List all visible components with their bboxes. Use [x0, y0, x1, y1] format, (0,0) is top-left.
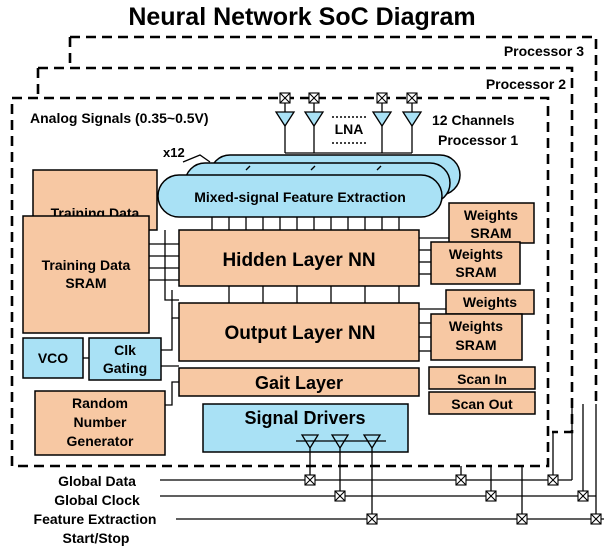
- weights-back-top-line2: SRAM: [470, 225, 511, 241]
- feature-capsule-front: [157, 174, 443, 218]
- training-data-sram-block: [22, 215, 150, 334]
- switch-box-icon: [308, 92, 320, 104]
- weights-front-bottom-line2: SRAM: [455, 337, 496, 353]
- switch-box-icon: [590, 513, 602, 525]
- processor-1-label: Processor 1: [438, 132, 518, 148]
- training-data-sram-line2: SRAM: [65, 275, 106, 291]
- feature-to-hidden-bus: [211, 217, 400, 230]
- diagram-title: Neural Network SoC Diagram: [128, 3, 475, 31]
- switch-box-icon: [547, 474, 559, 486]
- bus-switch-boxes: [304, 474, 602, 525]
- weights-front-top-line2: SRAM: [455, 264, 496, 280]
- clk-gating-block: [88, 337, 162, 381]
- processor-3-label: Processor 3: [504, 43, 584, 59]
- weights-hidden-group: Weights SRAM Weights SRAM: [419, 202, 535, 285]
- clk-gating-line2: Gating: [103, 360, 147, 376]
- training-data-sram-line1: Training Data: [42, 257, 131, 273]
- feature-extraction-stack: [157, 154, 461, 218]
- lna-buffer-icon: [303, 111, 325, 128]
- hidden-layer-block: [178, 229, 420, 287]
- lna-inputs: [274, 103, 423, 154]
- signal-drivers-label: Signal Drivers: [244, 408, 365, 428]
- weights-back-label: Weights: [463, 294, 517, 310]
- scan-out-block: [428, 391, 536, 415]
- lna-buffer-icon: [371, 111, 393, 128]
- processor-2-label: Processor 2: [486, 76, 566, 92]
- switch-box-icon: [376, 92, 388, 104]
- switch-box-icon: [455, 474, 467, 486]
- gait-layer-label: Gait Layer: [255, 373, 343, 393]
- hidden-layer-label: Hidden Layer NN: [222, 250, 375, 271]
- hidden-to-output-bus: [228, 286, 400, 303]
- switch-box-icon: [304, 474, 316, 486]
- processor-3-boundary: [70, 35, 598, 404]
- switch-box-icon: [366, 513, 378, 525]
- channels-label: 12 Channels: [432, 112, 515, 128]
- weights-sram-back-bottom: [445, 289, 535, 315]
- weights-back-top-line1: Weights: [464, 207, 518, 223]
- vco-block: [22, 337, 84, 379]
- vco-label: VCO: [38, 350, 68, 366]
- rng-block: [34, 390, 166, 456]
- lna-buffer-icon: [274, 111, 296, 128]
- training-to-nn-wires: [149, 230, 179, 319]
- output-layer-label: Output Layer NN: [225, 323, 376, 344]
- clk-gating-line1: Clk: [114, 342, 136, 358]
- feature-extraction-start-line1: Feature Extraction: [34, 511, 157, 527]
- scan-out-label: Scan Out: [451, 396, 513, 412]
- rng-line3: Generator: [67, 433, 134, 449]
- output-layer-block: [178, 302, 420, 362]
- x12-bracket: [182, 154, 211, 163]
- feature-extraction-start-line2: Start/Stop: [63, 530, 130, 546]
- weights-output-group: Weights Weights SRAM: [419, 289, 535, 361]
- weights-front-top-line1: Weights: [449, 246, 503, 262]
- lna-label: LNA: [335, 121, 364, 137]
- global-clock-label: Global Clock: [54, 492, 140, 508]
- lna-switch-boxes: [279, 92, 418, 104]
- signal-drivers-block: [202, 403, 409, 453]
- global-bus: [160, 404, 604, 520]
- x12-label: x12: [163, 145, 185, 160]
- weights-sram-front-bottom: [430, 313, 523, 361]
- clk-to-nn-wire: [161, 318, 173, 351]
- lna-buffer-icon: [401, 111, 423, 128]
- weights-front-bottom-line1: Weights: [449, 318, 503, 334]
- feature-extraction-label: Mixed-signal Feature Extraction: [194, 189, 406, 205]
- processor-1-boundary: [10, 96, 550, 468]
- analog-signals-label: Analog Signals (0.35~0.5V): [30, 110, 209, 126]
- scan-in-block: [428, 366, 536, 390]
- switch-box-icon: [334, 490, 346, 502]
- switch-box-icon: [279, 92, 291, 104]
- global-data-label: Global Data: [58, 473, 136, 489]
- gait-layer-block: [178, 367, 420, 397]
- switch-box-icon: [485, 490, 497, 502]
- switch-box-icon: [516, 513, 528, 525]
- scan-in-label: Scan In: [457, 371, 507, 387]
- driver-buffers: [296, 434, 386, 450]
- rng-line1: Random: [72, 395, 128, 411]
- switch-box-icon: [577, 490, 589, 502]
- rng-to-gait-wire: [165, 381, 179, 406]
- rng-line2: Number: [74, 414, 127, 430]
- weights-sram-front-top: [430, 241, 521, 285]
- switch-box-icon: [406, 92, 418, 104]
